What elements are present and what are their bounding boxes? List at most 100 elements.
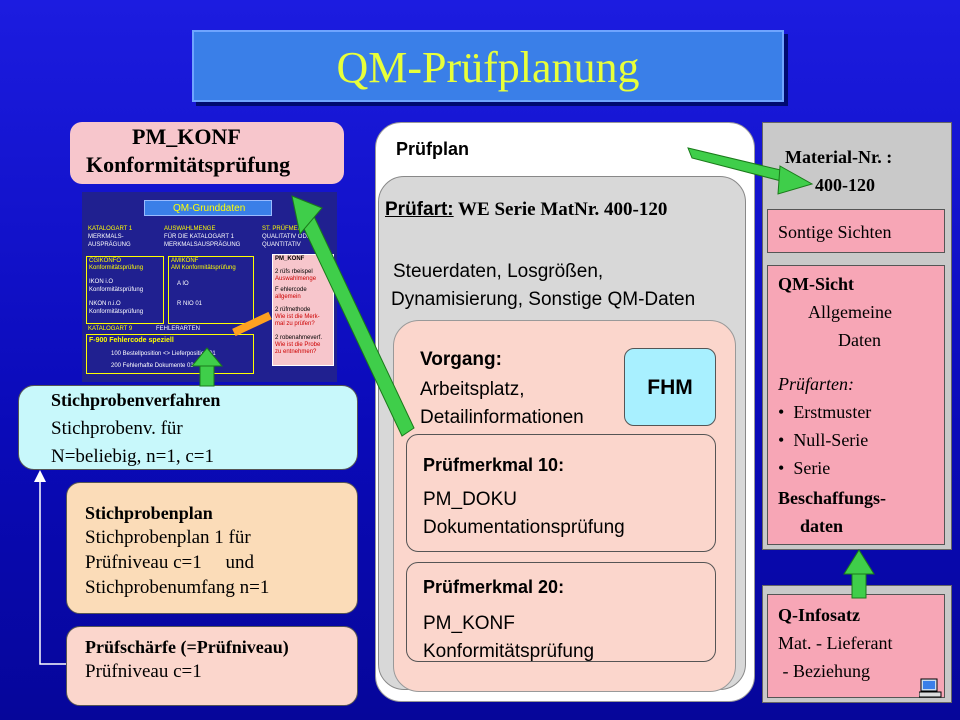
stichprobenverfahren-title: Stichprobenverfahren: [51, 390, 221, 410]
qinfo-line2: - Beziehung: [778, 661, 870, 681]
thumb-col1-a: KATALOGART 1: [88, 226, 133, 232]
qm-sicht-box: QM-Sicht Allgemeine Daten Prüfarten: • E…: [767, 265, 945, 545]
qinfo-line1: Mat. - Lieferant: [778, 633, 893, 653]
qm-sicht-beschaffung1: Beschaffungs-: [778, 488, 887, 508]
thumb-side-item: zu entnehmen?: [275, 349, 317, 355]
thumb-side-item: mal zu prüfen?: [275, 321, 315, 327]
stichprobenverfahren-box: Stichprobenverfahren Stichprobenv. für N…: [18, 385, 358, 470]
thumb-box1-row: Konformitätsprüfung: [89, 309, 144, 315]
vorgang-line1: Arbeitsplatz,: [420, 379, 525, 400]
pm-konf-name: Konformitätsprüfung: [86, 152, 291, 177]
qm-sicht-beschaffung2: daten: [800, 516, 844, 536]
qm-sicht-pruefarten: Prüfarten:: [778, 374, 854, 394]
slide-title: QM-Prüfplanung: [192, 30, 784, 102]
qm-sicht-item: • Serie: [778, 458, 831, 478]
pm20-line2: Konformitätsprüfung: [423, 641, 595, 662]
thumb-col1-b: MERKMALS-: [88, 234, 124, 240]
thumb-fehler-row: 100 Bestellposition <> Lieferposition 01: [111, 351, 216, 357]
pm10-title: Prüfmerkmal 10:: [423, 455, 565, 475]
up-arrow-icon: [190, 347, 224, 387]
fhm-box: FHM: [624, 348, 716, 426]
thumb-box2-subtitle: AM Konformitätsprüfung: [171, 265, 236, 271]
qm-sicht-item: • Erstmuster: [778, 402, 872, 422]
thumb-side-item: 2 rüfs rbeispel: [275, 269, 313, 275]
thumb-fehler-row: 200 Fehlerhafte Dokumente 03: [111, 363, 194, 369]
qm-sicht-sub2: Daten: [838, 330, 881, 350]
thumb-box1-title: CGIKONFO: [89, 258, 122, 264]
pm-konf-code: PM_KONF: [132, 124, 241, 149]
stichprobenplan-title: Stichprobenplan: [85, 503, 213, 523]
thumb-col3-b: QUALITATIV ODER: [262, 234, 316, 240]
qinfo-up-arrow-icon: [843, 549, 875, 599]
thumb-col2-a: AUSWAHLMENGE: [164, 226, 216, 232]
pruefmerkmal-20-box: Prüfmerkmal 20: PM_KONF Konformitätsprüf…: [406, 562, 716, 662]
thumb-box1-row: IKON i.O: [89, 279, 114, 285]
pm20-line1: PM_KONF: [423, 613, 515, 634]
qinfo-column: Q-Infosatz Mat. - Lieferant - Beziehung: [762, 585, 952, 703]
thumb-col2-b: FÜR DIE KATALOGART 1: [164, 234, 234, 240]
pm20-title: Prüfmerkmal 20:: [423, 577, 565, 597]
qinfo-title: Q-Infosatz: [778, 605, 860, 625]
pruefart-line1: Steuerdaten, Losgrößen,: [393, 261, 604, 282]
thumb-side-item: 2 rüfmethode: [275, 307, 311, 313]
thumb-header: QM-Grunddaten: [144, 200, 272, 216]
qm-sicht-item: • Null-Serie: [778, 430, 869, 450]
thumb-col3-c: QUANTITATIV: [262, 242, 301, 248]
stichprobenverfahren-line1: Stichprobenv. für: [51, 418, 183, 439]
pruefplan-label: Prüfplan: [396, 139, 470, 159]
thumb-header-text: QM-Grunddaten: [173, 203, 246, 214]
thumb-side-item: Auswahlmenge: [275, 276, 317, 282]
thumb-col1-c: AUSPRÄGUNG: [88, 242, 131, 248]
material-label: Material-Nr. :: [785, 147, 893, 167]
pruefart-prefix: Prüfart:: [385, 199, 454, 220]
stichprobenplan-line2: Prüfniveau c=1 und: [85, 552, 255, 573]
thumb-box2-row: R NIO 01: [177, 301, 203, 307]
thumb-col3-a: ST. PRÜFMERKMAL: [262, 226, 319, 232]
vorgang-line2: Detailinformationen: [420, 407, 584, 428]
qm-sicht-item-text: Serie: [793, 458, 831, 478]
computer-icon: [918, 678, 947, 698]
thumb-box2-title: AMIKONF: [171, 258, 199, 264]
thumb-fehlerarten: FEHLERARTEN: [156, 326, 200, 332]
qm-sicht-item-text: Null-Serie: [793, 430, 869, 450]
thumb-box1: CGIKONFO Konformitätsprüfung IKON i.O Ko…: [86, 256, 164, 324]
thumb-side-panel: PM_KONF 2 rüfs rbeispel Auswahlmenge F e…: [272, 254, 334, 366]
thumb-box2-row: A IO: [177, 281, 189, 287]
thumb-fehler-box: F-900 Fehlercode speziell 100 Bestellpos…: [86, 334, 254, 374]
thumb-side-item: Wie ist die Merk-: [275, 314, 320, 320]
thumb-side-item: Wie ist die Probe: [275, 342, 321, 348]
material-arrow-icon: [687, 147, 814, 195]
pruefschaerfe-title: Prüfschärfe (=Prüfniveau): [85, 637, 289, 657]
thumb-box1-row: Konformitätsprüfung: [89, 287, 144, 293]
vorgang-title: Vorgang:: [420, 349, 502, 370]
thumb-fehler-title: F-900 Fehlercode speziell: [89, 337, 174, 344]
computer-icon-svg: [918, 678, 942, 698]
thumb-side-item: allgemein: [275, 294, 301, 300]
pm10-line2: Dokumentationsprüfung: [423, 517, 625, 538]
pm10-line1: PM_DOKU: [423, 489, 517, 510]
pruefmerkmal-10-box: Prüfmerkmal 10: PM_DOKU Dokumentationspr…: [406, 434, 716, 552]
thumb-box1-subtitle: Konformitätsprüfung: [89, 265, 144, 271]
pm-konf-box: PM_KONF Konformitätsprüfung: [70, 122, 344, 184]
bracket-line: [39, 478, 66, 665]
thumb-box2: AMIKONF AM Konformitätsprüfung A IO R NI…: [168, 256, 254, 324]
pruefart-text: WE Serie MatNr. 400-120: [458, 199, 668, 220]
thumb-side-title: PM_KONF: [275, 256, 305, 262]
sontige-sichten-label: Sontige Sichten: [778, 222, 892, 242]
thumb-side-item: 2 robenahmeverf.: [275, 335, 323, 341]
thumb-col2-c: MERKMALSAUSPRÄGUNG: [164, 242, 241, 248]
qinfo-box: Q-Infosatz Mat. - Lieferant - Beziehung: [767, 594, 945, 698]
qm-sicht-sub1: Allgemeine: [808, 302, 892, 322]
stichprobenplan-box: Stichprobenplan Stichprobenplan 1 für Pr…: [66, 482, 358, 614]
sontige-sichten-box: Sontige Sichten: [767, 209, 945, 253]
thumb-side-item: F ehlercode: [275, 287, 307, 293]
stichprobenplan-line1: Stichprobenplan 1 für: [85, 527, 251, 548]
pruefschaerfe-line1: Prüfniveau c=1: [85, 661, 202, 682]
material-column: Material-Nr. : 400-120 Sontige Sichten Q…: [762, 122, 952, 550]
bracket-arrowhead: [34, 470, 46, 482]
qm-sicht-item-text: Erstmuster: [793, 402, 872, 422]
diagonal-arrow-icon: [291, 195, 415, 437]
pruefart-line2: Dynamisierung, Sonstige QM-Daten: [391, 289, 696, 310]
